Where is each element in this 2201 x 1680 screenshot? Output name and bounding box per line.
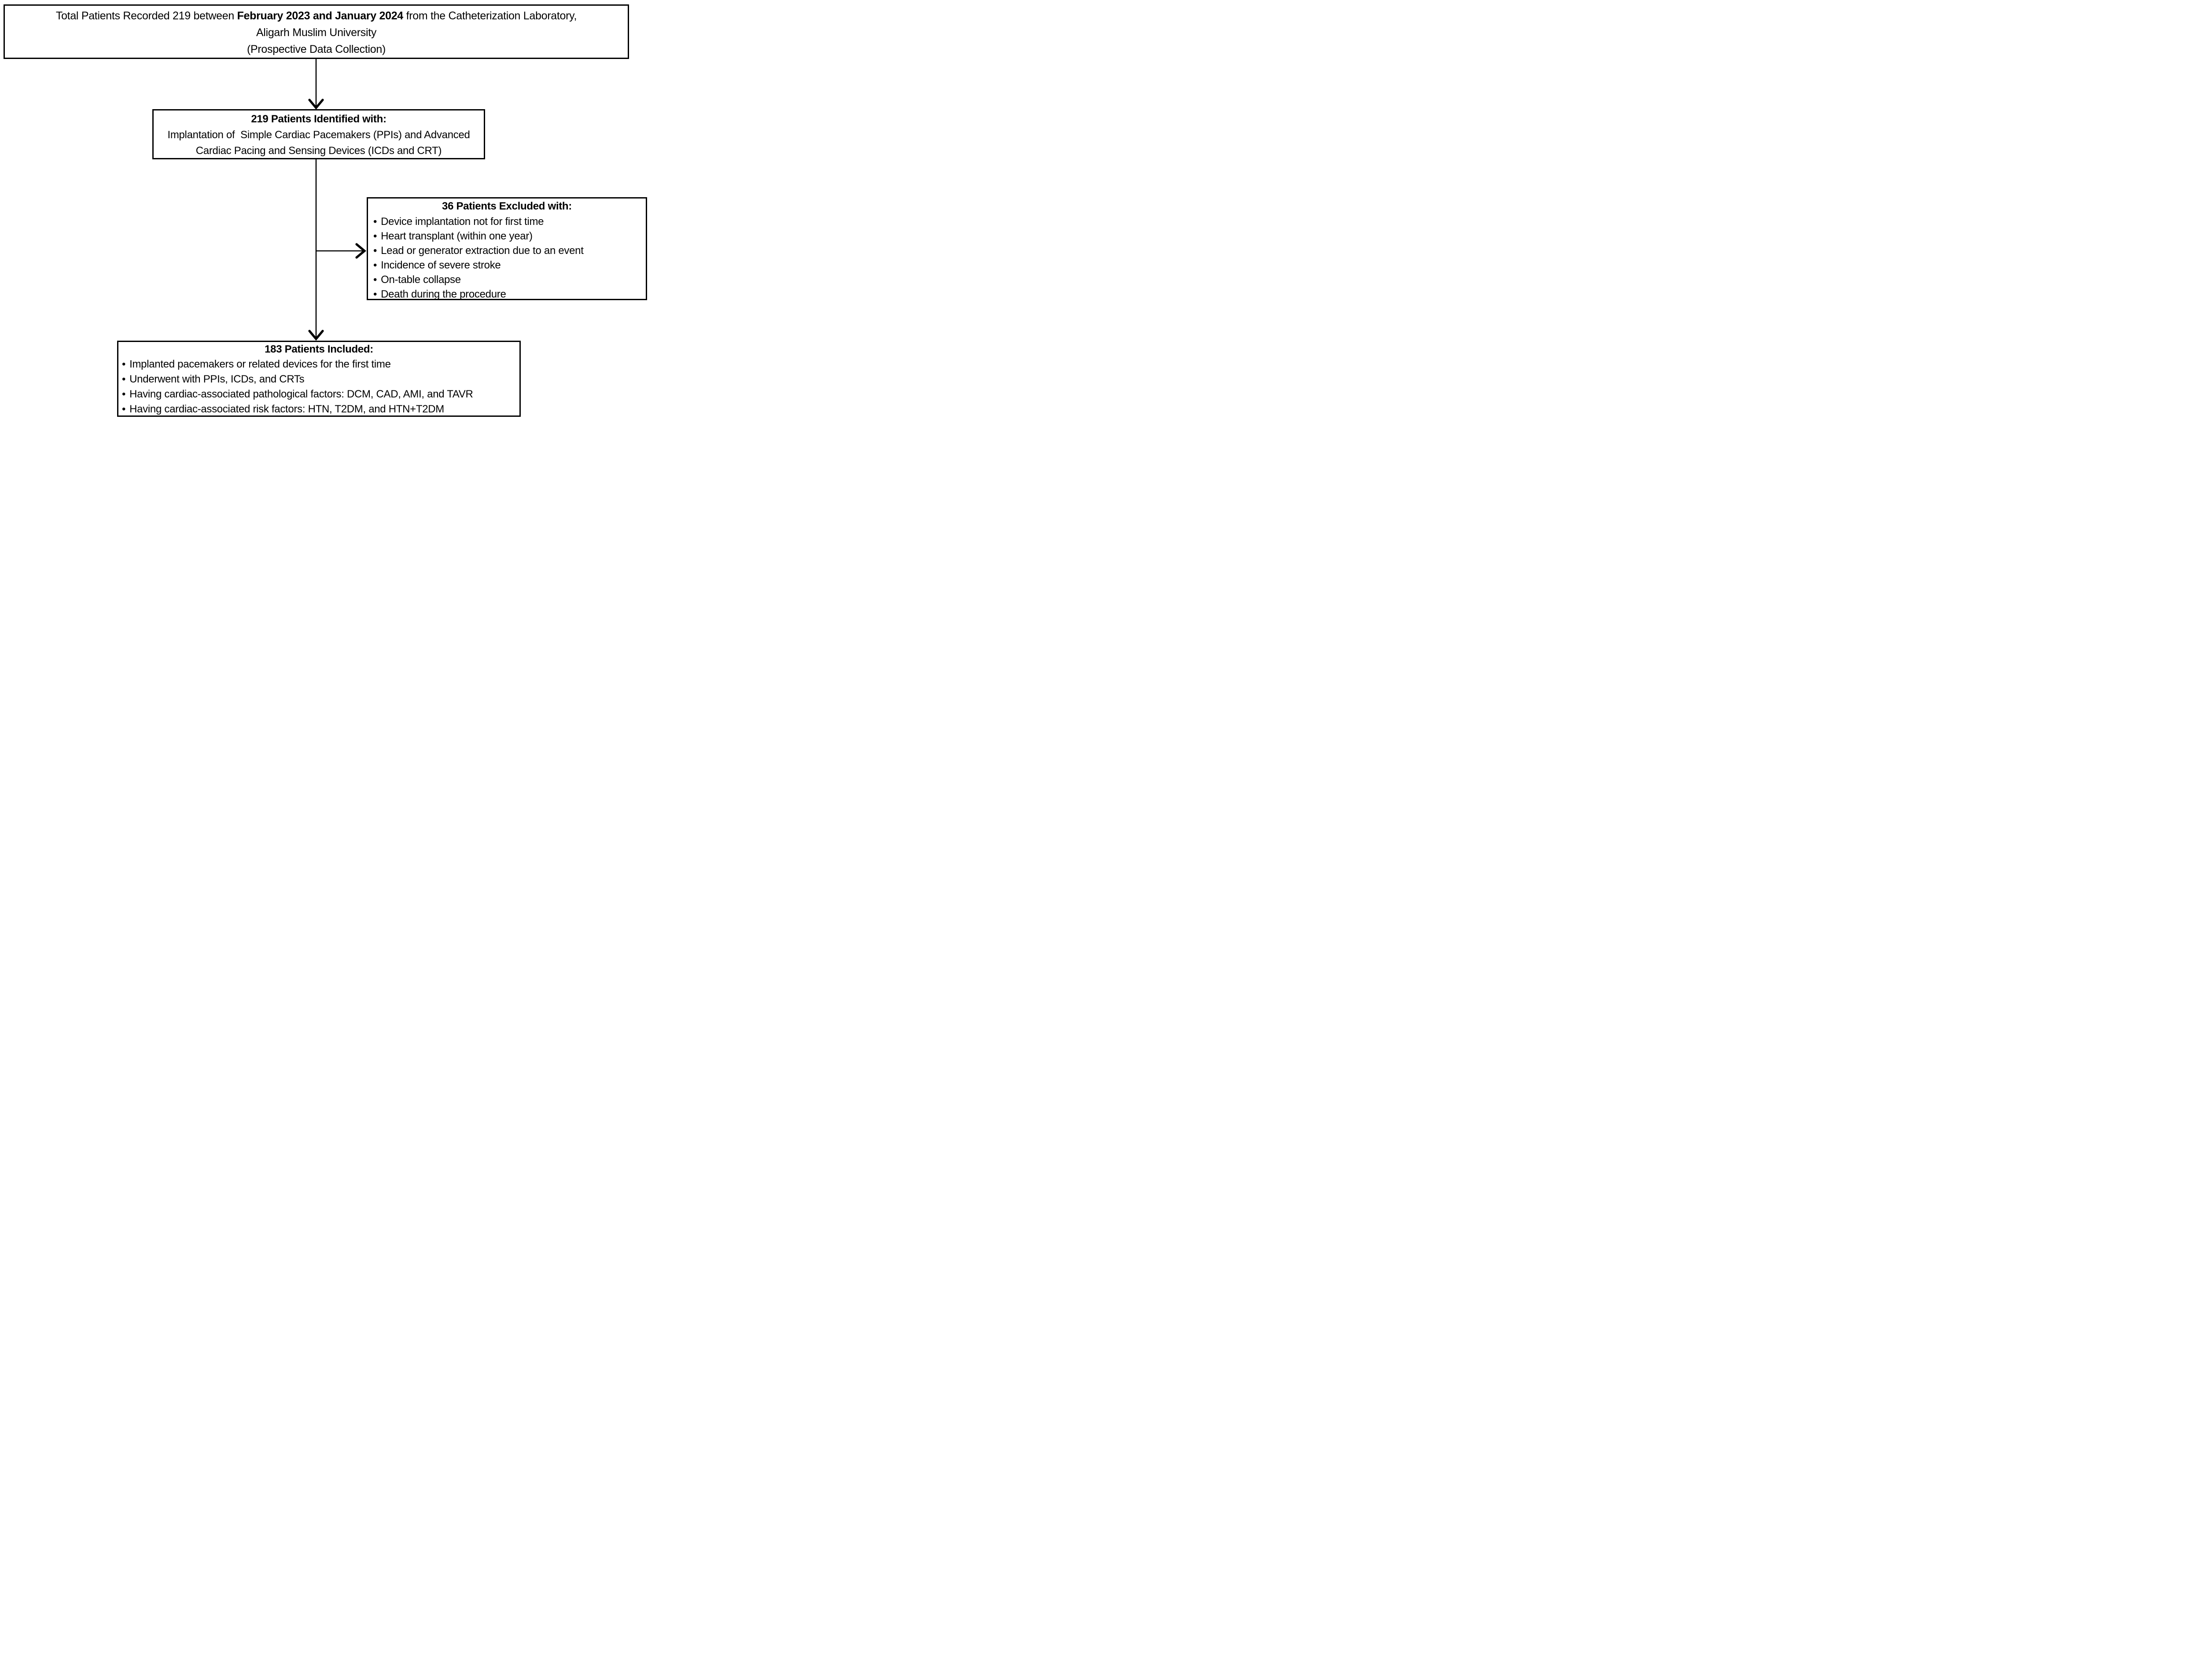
included-bullet-text: Implanted pacemakers or related devices … [129, 358, 391, 370]
list-item: • Death during the procedure [368, 287, 646, 301]
excluded-bullet-text: Device implantation not for first time [381, 216, 544, 228]
bullet-icon: • [373, 288, 377, 300]
list-item: •Having cardiac-associated pathological … [118, 387, 519, 402]
identified-line3: Cardiac Pacing and Sensing Devices (ICDs… [195, 145, 442, 157]
flow-arrows [308, 59, 367, 341]
included-bullet-text: Underwent with PPIs, ICDs, and CRTs [129, 373, 305, 385]
total-patients-date-range: February 2023 and January 2024 [237, 10, 404, 22]
total-patients-line3: (Prospective Data Collection) [247, 43, 386, 55]
bullet-icon: • [122, 388, 126, 400]
bullet-icon: • [122, 358, 126, 370]
excluded-bullet-text: Lead or generator extraction due to an e… [381, 245, 584, 257]
bullet-icon: • [373, 245, 377, 257]
identified-title: 219 Patients Identified with: [251, 113, 386, 125]
box-identified: 219 Patients Identified with: Implantati… [152, 109, 485, 159]
bullet-icon: • [373, 216, 377, 228]
list-item: • Lead or generator extraction due to an … [368, 243, 646, 258]
excluded-bullet-text: On-table collapse [381, 274, 461, 286]
box-total-patients: Total Patients Recorded 219 between Febr… [4, 4, 629, 59]
excluded-title: 36 Patients Excluded with: [442, 200, 572, 212]
list-item: • Heart transplant (within one year) [368, 229, 646, 243]
arrow-branch-to-excluded-icon [316, 243, 367, 259]
list-item: •Underwent with PPIs, ICDs, and CRTs [118, 372, 519, 387]
list-item: • Incidence of severe stroke [368, 258, 646, 272]
excluded-bullet-text: Heart transplant (within one year) [381, 230, 533, 242]
included-bullet-text: Having cardiac-associated risk factors: … [129, 403, 444, 415]
box-included: 183 Patients Included: •Implanted pacema… [117, 341, 521, 417]
excluded-bullet-text: Incidence of severe stroke [381, 259, 501, 271]
list-item: •Having cardiac-associated risk factors:… [118, 402, 519, 417]
bullet-icon: • [122, 373, 126, 385]
list-item: • Device implantation not for first time [368, 214, 646, 229]
total-patients-line1: Total Patients Recorded 219 between Febr… [5, 7, 628, 24]
included-title: 183 Patients Included: [265, 343, 373, 355]
bullet-icon: • [373, 274, 377, 286]
total-patients-line1-suffix: from the Catheterization Laboratory, [403, 10, 577, 22]
arrow-top-to-identified-icon [308, 59, 324, 110]
list-item: •Implanted pacemakers or related devices… [118, 357, 519, 372]
flowchart-canvas: Total Patients Recorded 219 between Febr… [0, 0, 650, 420]
arrow-identified-to-included-icon [308, 159, 324, 341]
total-patients-line2: Aligarh Muslim University [256, 26, 377, 39]
total-patients-line1-prefix: Total Patients Recorded 219 between [55, 10, 237, 22]
bullet-icon: • [373, 259, 377, 271]
bullet-icon: • [373, 230, 377, 242]
box-excluded: 36 Patients Excluded with: • Device impla… [367, 197, 647, 300]
list-item: • On-table collapse [368, 272, 646, 287]
excluded-bullet-text: Death during the procedure [381, 288, 506, 300]
bullet-icon: • [122, 403, 126, 415]
included-bullet-text: Having cardiac-associated pathological f… [129, 388, 473, 400]
identified-line2: Implantation of Simple Cardiac Pacemaker… [167, 129, 470, 141]
